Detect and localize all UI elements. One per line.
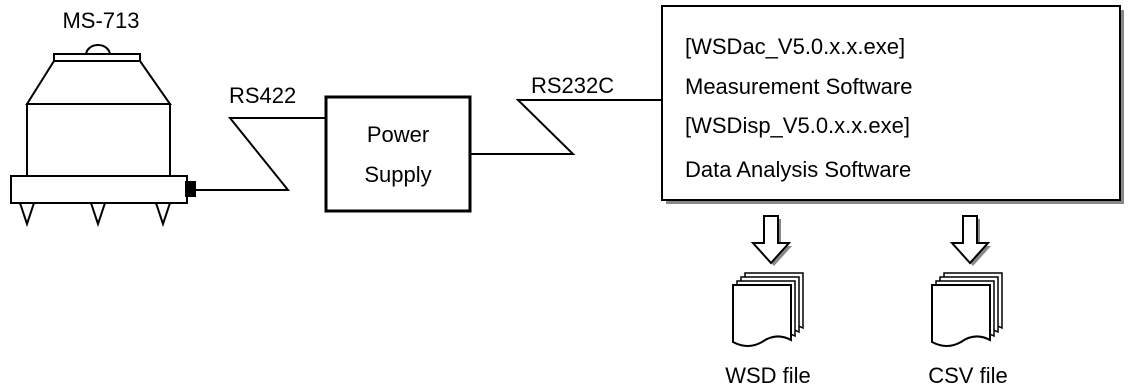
down-arrow-icon <box>750 215 792 266</box>
software-line-3: [WSDisp_V5.0.x.x.exe] <box>685 113 910 138</box>
sensor-connector <box>185 181 196 197</box>
sensor-base <box>10 175 188 204</box>
software-box <box>661 5 1121 201</box>
rs232c-label: RS232C <box>531 73 614 98</box>
rs232c-cable <box>470 99 662 155</box>
power-supply-box <box>324 95 472 213</box>
down-arrow-icon <box>949 215 991 266</box>
device-label: MS-713 <box>62 8 139 33</box>
rs422-label: RS422 <box>229 83 296 108</box>
sensor-dome <box>85 44 111 56</box>
sensor-foot-2 <box>89 202 107 228</box>
csv-file-icon <box>931 272 1003 347</box>
wsd-file-icon <box>732 272 804 347</box>
software-line-2: Measurement Software <box>685 74 912 99</box>
rs422-cable <box>195 117 326 191</box>
ms713-sensor <box>10 44 196 228</box>
power-supply-label-line1: Power <box>367 122 429 147</box>
software-line-1: [WSDac_V5.0.x.x.exe] <box>685 34 905 59</box>
csv-file-label: CSV file <box>928 363 1007 388</box>
power-supply-label-line2: Supply <box>364 162 431 187</box>
wsd-file-label: WSD file <box>725 363 811 388</box>
sensor-top-plate <box>53 53 141 62</box>
sensor-foot-1 <box>18 202 36 228</box>
sensor-foot-3 <box>154 202 172 228</box>
sensor-top-body <box>25 60 172 105</box>
sensor-main-body <box>26 103 171 177</box>
software-line-4: Data Analysis Software <box>685 157 911 182</box>
